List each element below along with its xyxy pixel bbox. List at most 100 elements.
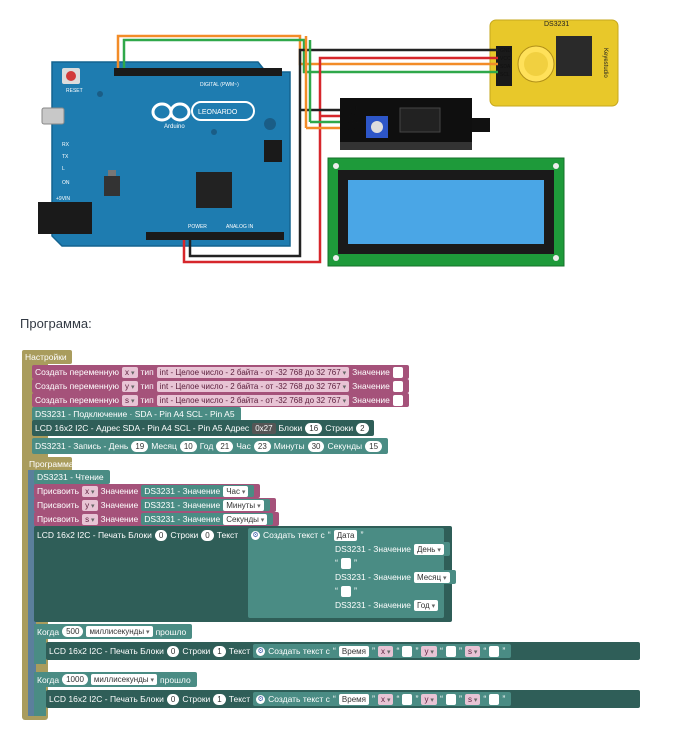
text-literal[interactable]: “”: [335, 557, 357, 569]
create-text-block[interactable]: ⚙ Создать текст с “Время” x “” y “” s “”: [253, 644, 512, 658]
print-rows-field[interactable]: 1: [213, 693, 226, 705]
assign-block-x[interactable]: Присвоить x Значение DS3231 - ЗначениеЧа…: [34, 484, 261, 498]
model-label: LEONARDO: [198, 109, 238, 116]
assign-var[interactable]: s: [82, 513, 98, 525]
ds-field-dropdown[interactable]: Год: [413, 599, 439, 611]
lcd-print-block-1[interactable]: LCD 16x2 I2C - Печать Блоки 0 Строки 0 Т…: [34, 526, 456, 622]
ds-field-dropdown[interactable]: День: [413, 543, 444, 555]
ds-year-field[interactable]: 21: [216, 440, 234, 452]
ds-connect-block[interactable]: DS3231 - Подключение · SDA - Pin A4 SCL …: [32, 407, 241, 421]
gear-icon[interactable]: ⚙: [256, 646, 266, 656]
usb-port-icon: [41, 107, 65, 125]
assign-block-s[interactable]: Присвоить s Значение DS3231 - ЗначениеСе…: [34, 512, 280, 526]
var-name-field[interactable]: y: [122, 380, 138, 392]
text-literal-time[interactable]: Время: [338, 645, 369, 657]
ds-field-dropdown[interactable]: Минуты: [223, 499, 264, 511]
lcd-pin-sda: SDA: [348, 120, 359, 126]
ds-sec-field[interactable]: 15: [365, 440, 383, 452]
program-header[interactable]: Программа: [26, 457, 74, 471]
var-type-dropdown[interactable]: int - Целое число - 2 байта - от -32 768…: [156, 394, 350, 406]
lcd-init-block[interactable]: LCD 16x2 I2C - Адрес SDA - Pin A4 SCL - …: [32, 420, 374, 436]
delay-block-1[interactable]: Когда 500 миллисекунды прошло: [34, 624, 193, 639]
led-label-tx: TX: [62, 154, 69, 160]
assign-block-y[interactable]: Присвоить y Значение DS3231 - ЗначениеМи…: [34, 498, 276, 512]
ds-read-block[interactable]: DS3231 - Чтение: [34, 470, 110, 484]
wires: [116, 34, 498, 264]
delay-unit-dropdown[interactable]: миллисекунды: [90, 674, 158, 685]
delay-block-2[interactable]: Когда 1000 миллисекунды прошло: [34, 672, 197, 687]
var-ref[interactable]: x: [378, 693, 394, 705]
rtc-module: DS3231 Keyestudio: [489, 19, 619, 107]
digital-label: DIGITAL (PWM~): [200, 82, 239, 88]
var-ref[interactable]: s: [464, 645, 481, 657]
create-text-block[interactable]: ⚙ Создать текст с “Дата” DS3231 - Значен…: [248, 528, 456, 618]
gear-icon[interactable]: ⚙: [256, 694, 266, 704]
var-value-field[interactable]: 0: [392, 380, 404, 392]
ds-day-field[interactable]: 19: [131, 440, 149, 452]
ds-field-dropdown[interactable]: Час: [223, 485, 249, 497]
rtc-pin-sda: SDA: [500, 64, 511, 70]
ds-month-field[interactable]: 10: [179, 440, 197, 452]
assign-var[interactable]: x: [82, 485, 98, 497]
var-ref[interactable]: s: [464, 693, 481, 705]
var-block-y[interactable]: Создать переменную y тип int - Целое чис…: [32, 379, 410, 393]
mcu-chip: [196, 172, 232, 208]
wire-black: [188, 48, 498, 258]
ds-write-block[interactable]: DS3231 - Запись - День 19 Месяц 10 Год 2…: [32, 438, 389, 454]
lcd-blocks-field[interactable]: 16: [305, 422, 323, 434]
gear-icon[interactable]: ⚙: [251, 530, 260, 540]
var-block-s[interactable]: Создать переменную s тип int - Целое чис…: [32, 393, 410, 407]
text-literal-date[interactable]: Дата: [333, 529, 358, 541]
print-rows-field[interactable]: 1: [213, 645, 226, 657]
analog-header: [146, 232, 284, 240]
delay-ms-field[interactable]: 500: [62, 626, 84, 637]
rtc-pin-scl: SCL: [500, 72, 510, 78]
led-label-on: ON: [62, 180, 70, 186]
lcd-print-block-3[interactable]: LCD 16x2 I2C - Печать Блоки 0 Строки 1 Т…: [46, 690, 640, 708]
arduino-logo-icon: [151, 102, 191, 122]
lcd-rows-field[interactable]: 2: [356, 422, 369, 434]
delay-unit-dropdown[interactable]: миллисекунды: [86, 626, 153, 637]
setup-header[interactable]: Настройки: [22, 350, 72, 364]
power-jack-icon: [38, 202, 92, 234]
var-ref[interactable]: y: [421, 693, 437, 705]
var-ref[interactable]: x: [378, 645, 394, 657]
text-literal-time[interactable]: Время: [338, 693, 369, 705]
i2c-backpack: [340, 98, 490, 150]
ds-field-dropdown[interactable]: Секунды: [223, 513, 268, 525]
var-type-dropdown[interactable]: int - Целое число - 2 байта - от -32 768…: [156, 366, 350, 378]
ds-hour-field[interactable]: 23: [253, 440, 271, 452]
var-value-field[interactable]: 0: [392, 366, 404, 378]
var-ref[interactable]: y: [421, 645, 437, 657]
var-block-x[interactable]: Создать переменную x тип int - Целое чис…: [32, 365, 410, 379]
print-blocks-field[interactable]: 0: [166, 645, 180, 657]
ds-min-field[interactable]: 30: [307, 440, 325, 452]
var-name-field[interactable]: s: [122, 394, 138, 406]
var-value-field[interactable]: 0: [392, 394, 404, 406]
print-rows-field[interactable]: 0: [201, 529, 214, 541]
rtc-name-label: DS3231: [544, 21, 569, 28]
lcd-pin-scl: SCL: [348, 127, 358, 133]
text-literal[interactable]: “”: [335, 585, 357, 597]
assign-var[interactable]: y: [82, 499, 98, 511]
ds-field-dropdown[interactable]: Месяц: [413, 571, 450, 583]
print-blocks-field[interactable]: 0: [154, 529, 168, 541]
vin-label: +9VIN: [56, 196, 70, 202]
var-type-dropdown[interactable]: int - Целое число - 2 байта - от -32 768…: [156, 380, 350, 392]
var-name-field[interactable]: x: [122, 366, 138, 378]
lcd-screen: [327, 157, 565, 267]
create-text-block[interactable]: ⚙ Создать текст с “Время” x “” y “” s “”: [253, 692, 512, 706]
lcd-addr-field[interactable]: 0x27: [252, 422, 276, 434]
wiring-diagram: DS3231 Keyestudio RESET Arduino LEONARDO…: [0, 0, 700, 290]
rtc-pin-gnd: GND: [500, 48, 512, 54]
delay-ms-field[interactable]: 1000: [62, 674, 88, 685]
print-blocks-field[interactable]: 0: [166, 693, 180, 705]
arduino-board: [38, 61, 291, 247]
lcd-print-block-2[interactable]: LCD 16x2 I2C - Печать Блоки 0 Строки 1 Т…: [46, 642, 640, 660]
